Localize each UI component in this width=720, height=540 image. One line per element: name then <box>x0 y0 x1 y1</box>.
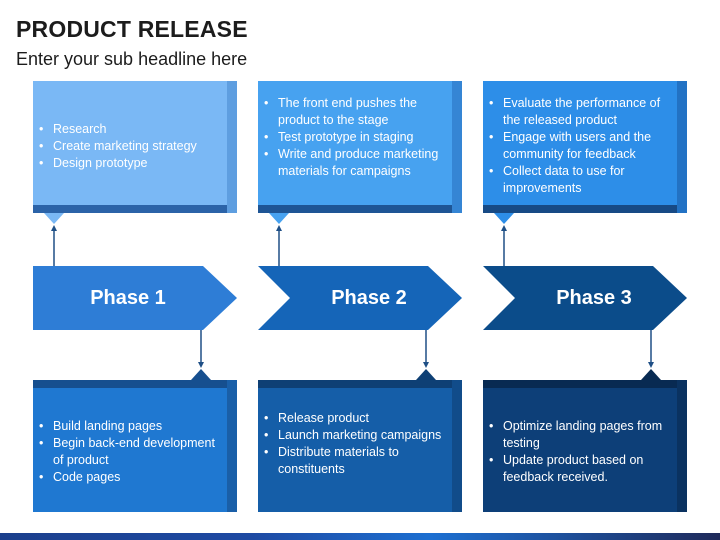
list-item: The front end pushes the product to the … <box>264 95 444 129</box>
phase-2-label: Phase 2 <box>331 286 407 309</box>
phase-3-label: Phase 3 <box>556 286 632 309</box>
list-item: Update product based on feedback receive… <box>489 452 669 486</box>
box-side <box>452 81 462 213</box>
box-top-edge <box>483 380 677 388</box>
phase-1-label: Phase 1 <box>90 286 166 309</box>
phase-3-top-pointer <box>494 213 514 224</box>
phase-1-chevron: Phase 1 <box>33 266 237 330</box>
list-item: Build landing pages <box>39 418 219 435</box>
list-item: Test prototype in staging <box>264 129 444 146</box>
box-side <box>227 380 237 512</box>
box-side <box>227 81 237 213</box>
phase-2-top-arrowhead <box>276 225 282 231</box>
list-item: Create marketing strategy <box>39 138 219 155</box>
box-side <box>452 380 462 512</box>
chevron-shape <box>33 266 237 330</box>
chevron-shape <box>483 266 687 330</box>
phase-1-top-list: Research Create marketing strategy Desig… <box>33 121 227 172</box>
box-side <box>677 380 687 512</box>
list-item: Design prototype <box>39 155 219 172</box>
chevron-shape <box>258 266 462 330</box>
phase-2-bottom-pointer <box>416 369 436 380</box>
list-item: Research <box>39 121 219 138</box>
phase-2-top-pointer <box>269 213 289 224</box>
box-top-edge <box>258 380 452 388</box>
phase-1-bottom-list: Build landing pages Begin back-end devel… <box>33 418 227 486</box>
phase-1-bottom-arrowhead <box>198 362 204 368</box>
phase-3-bottom-box: Optimize landing pages from testing Upda… <box>483 380 687 512</box>
page-title: PRODUCT RELEASE <box>16 16 248 42</box>
phase-3-top-arrowhead <box>501 225 507 231</box>
phase-1-bottom-pointer <box>191 369 211 380</box>
list-item: Begin back-end development of product <box>39 435 219 469</box>
phase-2-chevron: Phase 2 <box>258 266 462 330</box>
phase-3-bottom-list: Optimize landing pages from testing Upda… <box>483 418 677 486</box>
phase-3-bottom-pointer <box>641 369 661 380</box>
phase-3-top-list: Evaluate the performance of the released… <box>483 95 677 197</box>
box-bottom-edge <box>483 205 677 213</box>
list-item: Engage with users and the community for … <box>489 129 669 163</box>
phase-1-top-box: Research Create marketing strategy Desig… <box>33 81 237 213</box>
phase-3-bottom-arrowhead <box>648 362 654 368</box>
phase-1-top-arrowhead <box>51 225 57 231</box>
phase-2-top-list: The front end pushes the product to the … <box>258 95 452 180</box>
phase-2-bottom-list: Release product Launch marketing campaig… <box>258 410 452 478</box>
phase-3-top-box: Evaluate the performance of the released… <box>483 81 687 213</box>
list-item: Evaluate the performance of the released… <box>489 95 669 129</box>
box-top-edge <box>33 380 227 388</box>
phase-3-chevron: Phase 3 <box>483 266 687 330</box>
phase-2-bottom-box: Release product Launch marketing campaig… <box>258 380 462 512</box>
footer-bar <box>0 533 720 540</box>
list-item: Launch marketing campaigns <box>264 427 444 444</box>
phase-1-top-pointer <box>44 213 64 224</box>
list-item: Code pages <box>39 469 219 486</box>
box-bottom-edge <box>258 205 452 213</box>
list-item: Release product <box>264 410 444 427</box>
phase-2-bottom-arrowhead <box>423 362 429 368</box>
box-side <box>677 81 687 213</box>
list-item: Distribute materials to constituents <box>264 444 444 478</box>
list-item: Write and produce marketing materials fo… <box>264 146 444 180</box>
box-bottom-edge <box>33 205 227 213</box>
phase-2-top-box: The front end pushes the product to the … <box>258 81 462 213</box>
phase-1-bottom-box: Build landing pages Begin back-end devel… <box>33 380 237 512</box>
list-item: Optimize landing pages from testing <box>489 418 669 452</box>
page-subtitle: Enter your sub headline here <box>16 49 248 69</box>
list-item: Collect data to use for improvements <box>489 163 669 197</box>
